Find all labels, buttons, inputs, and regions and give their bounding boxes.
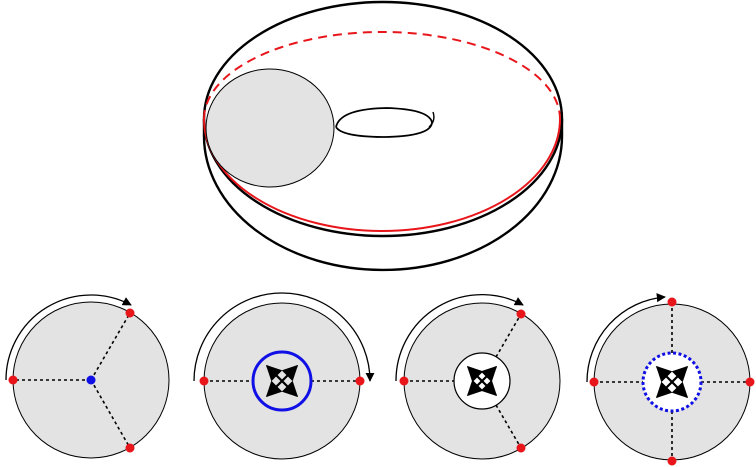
disk-4-marked-point-right	[745, 377, 755, 387]
disk-3-expansion-arrows	[466, 365, 498, 397]
disk-2-rotation-arrow	[193, 292, 375, 382]
disk-3-rotation-arrow	[395, 293, 524, 382]
torus-inner-hole	[335, 107, 433, 138]
torus-lower-rim	[202, 119, 564, 272]
disk-2	[193, 292, 375, 460]
disk-1	[5, 294, 170, 459]
disk-4	[586, 293, 755, 466]
disk-3-marked-point-bottom	[516, 443, 526, 453]
torus-meridian-back	[203, 31, 561, 120]
disk-1-rotation-arrow	[5, 294, 132, 381]
disk-3-marked-point-top	[516, 309, 526, 319]
disk-2-expansion-arrows	[265, 364, 299, 398]
torus-meridian-front	[203, 118, 561, 232]
disk-3-arm-bottom	[495, 404, 522, 449]
disk-1-marked-point-left	[8, 375, 18, 385]
torus-cross-section-disk	[205, 68, 335, 188]
disk-1-center-point	[86, 375, 96, 385]
disk-4-expansion-arrows	[655, 365, 689, 399]
disk-1-arm-bottom	[90, 379, 131, 449]
disk-3-arm-top	[495, 313, 522, 358]
disk-3	[395, 293, 561, 460]
disk-4-marked-point-bottom	[667, 456, 677, 466]
disk-2-marked-point-right	[355, 376, 365, 386]
disk-2-marked-point-left	[199, 376, 209, 386]
torus-inner-hole-tail	[428, 111, 435, 128]
disk-1-arm-top	[90, 312, 131, 381]
disk-1-marked-point-bottom	[125, 443, 135, 453]
torus	[202, 0, 564, 272]
disk-4-rotation-arrow	[586, 293, 666, 383]
disk-3-marked-point-left	[399, 376, 409, 386]
disk-4-marked-point-top	[667, 297, 677, 307]
disk-4-marked-point-left	[589, 377, 599, 387]
disk-1-marked-point-top	[125, 308, 135, 318]
